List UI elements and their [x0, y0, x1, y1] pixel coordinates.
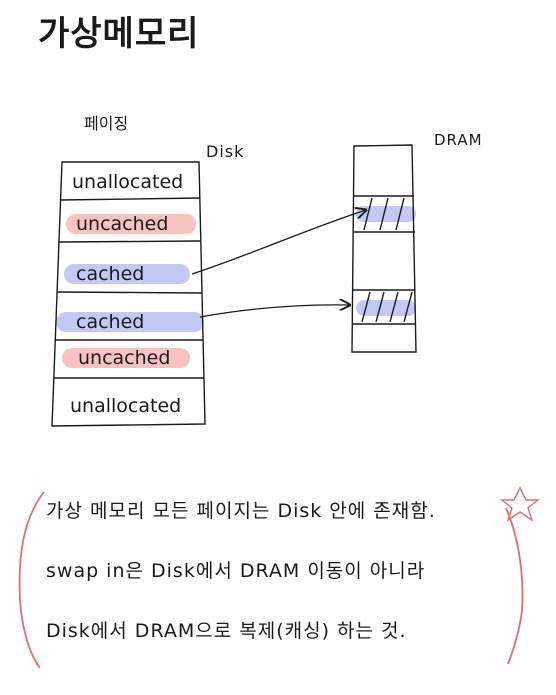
disk-page-2: cached — [76, 263, 144, 285]
disk-divider-2 — [57, 240, 202, 243]
note-right-bracket — [505, 507, 524, 665]
highlight-cached-1 — [64, 264, 190, 284]
disk-highlights — [56, 214, 204, 368]
highlight-uncached-2 — [62, 348, 190, 368]
disk-page-3: cached — [76, 311, 144, 333]
paging-label: 페이징 — [84, 114, 129, 133]
disk-label: Disk — [206, 142, 245, 161]
arrow-cached-2-to-dram — [199, 305, 350, 318]
dram-highlight-2 — [356, 300, 416, 316]
highlight-uncached-1 — [66, 214, 196, 234]
disk-page-5: unallocated — [70, 395, 181, 417]
star-icon — [500, 486, 540, 522]
disk-page-1: uncached — [76, 213, 168, 235]
disk-divider-3 — [56, 291, 203, 294]
disk-box — [51, 161, 206, 427]
dram-label: DRAM — [434, 131, 483, 149]
disk-divider-1 — [59, 197, 201, 201]
note-line: swap in은 Disk에서 DRAM 이동이 아니라 — [46, 560, 426, 582]
note-line: 가상 메모리 모든 페이지는 Disk 안에 존재함. — [46, 500, 436, 522]
disk-page-4: uncached — [78, 347, 170, 369]
note-line: Disk에서 DRAM으로 복제(캐싱) 하는 것. — [46, 620, 407, 642]
page-title: 가상메모리 — [38, 14, 200, 54]
dram-box — [351, 144, 417, 353]
dram-outline — [351, 144, 417, 353]
dram-slot-2-hatching — [361, 291, 413, 323]
arrow-cached-1-to-dram — [191, 210, 366, 275]
dram-highlights — [356, 206, 416, 316]
disk-page-0: unallocated — [72, 171, 183, 193]
disk-outline — [51, 161, 206, 427]
note-left-bracket — [18, 491, 45, 669]
highlight-cached-2 — [56, 312, 204, 332]
